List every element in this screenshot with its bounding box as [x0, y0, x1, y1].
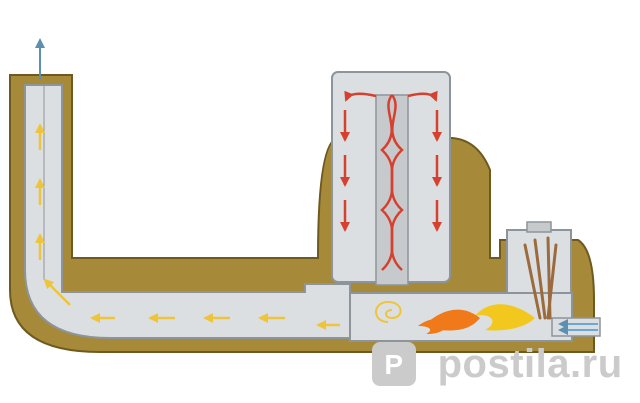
firewood-icon [523, 236, 558, 320]
feed-lid [526, 221, 552, 233]
barrel-top-flow [344, 90, 438, 102]
svg-text:P: P [384, 349, 403, 380]
postila-logo-icon: P [372, 342, 416, 387]
flame-icon [418, 304, 535, 334]
swirl-icon [375, 300, 402, 323]
descending-hot-arrows [340, 110, 442, 232]
air-inlet [551, 317, 601, 337]
watermark: P postila.ru [370, 340, 623, 388]
bench-channel [24, 84, 351, 339]
hot-gas-spiral [380, 94, 404, 271]
cold-air-arrow-icon [558, 319, 598, 335]
warm-gas-arrows [35, 123, 340, 330]
watermark-text: postila.ru [437, 341, 623, 386]
